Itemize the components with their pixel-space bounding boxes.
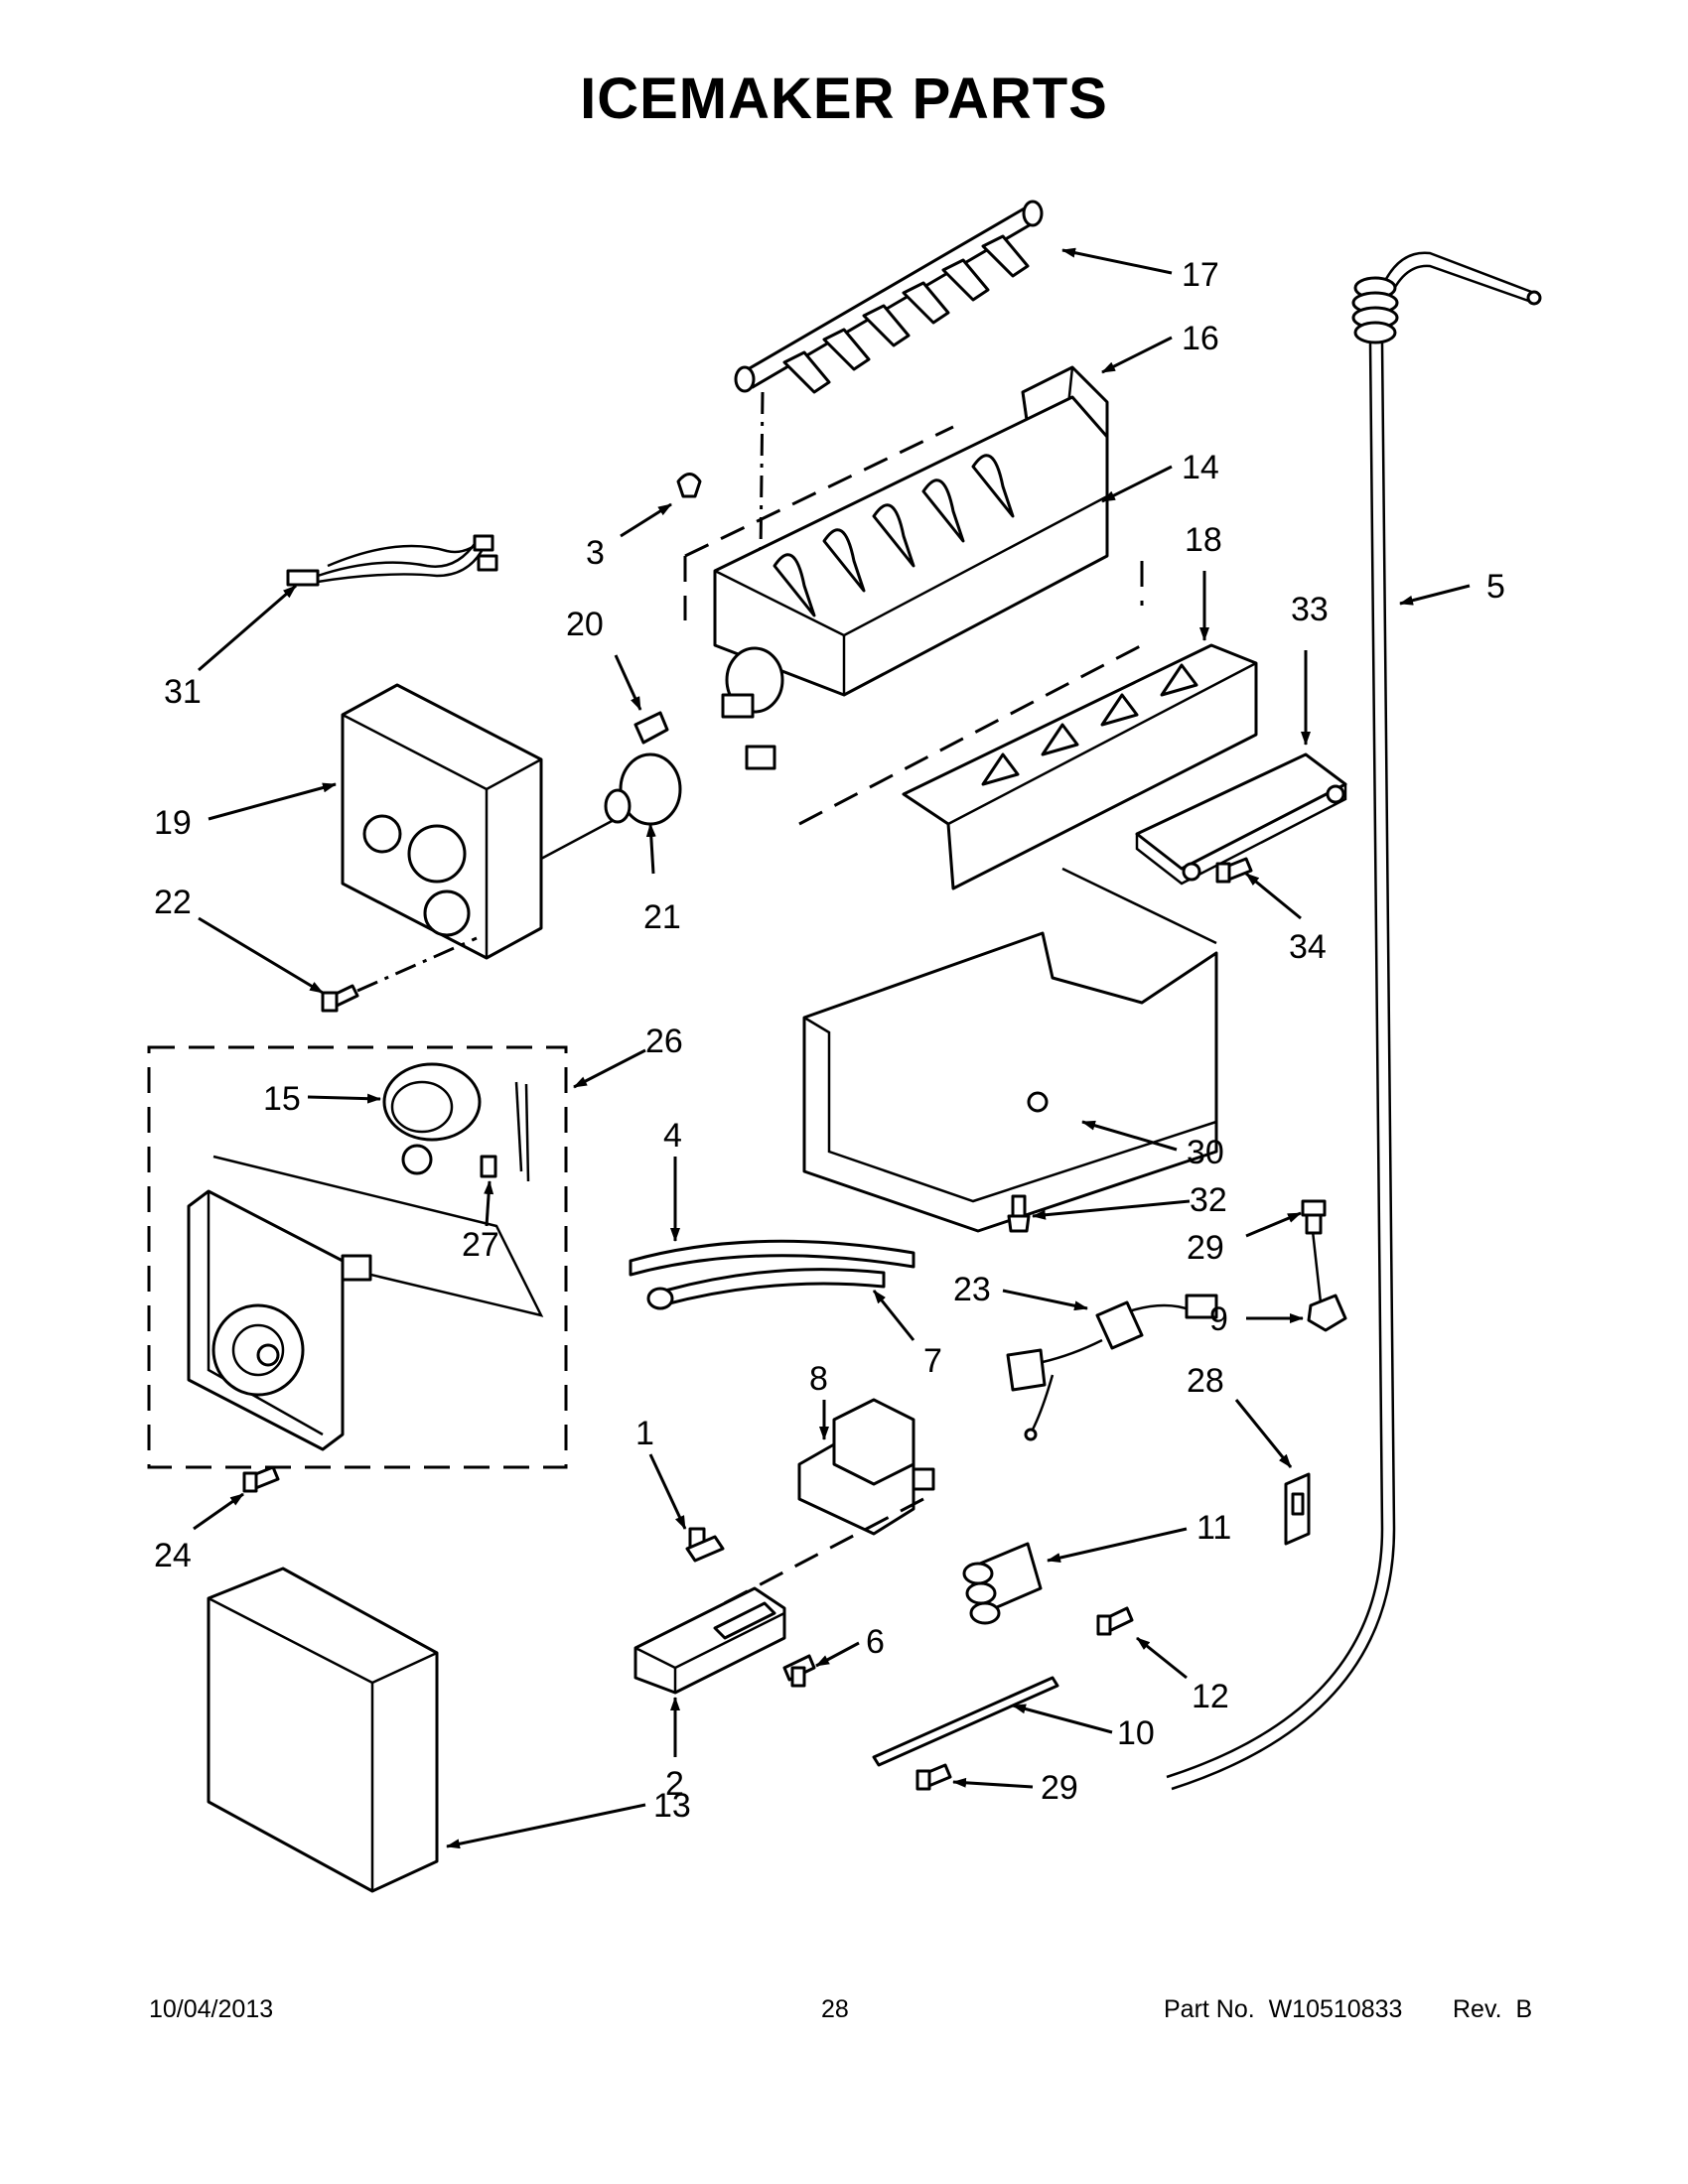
- part-8-valve: [797, 1398, 935, 1536]
- footer-page-number: 28: [821, 1995, 849, 2023]
- callout-30: 30: [1187, 1134, 1224, 1171]
- callout-13: 13: [653, 1787, 691, 1825]
- part-12-screw: [1096, 1606, 1134, 1636]
- callout-29a: 29: [1187, 1229, 1224, 1267]
- callout-4: 4: [663, 1117, 682, 1155]
- part-11-heater: [962, 1542, 1043, 1625]
- part-21-cam: [604, 752, 682, 826]
- callout-15: 15: [263, 1080, 301, 1118]
- part-3-clip: [676, 473, 702, 498]
- callout-22: 22: [154, 884, 192, 921]
- callout-28: 28: [1187, 1362, 1224, 1400]
- part-24-screw: [242, 1465, 280, 1493]
- callout-32: 32: [1190, 1181, 1227, 1219]
- callout-31: 31: [164, 673, 202, 711]
- part-28-clip: [1284, 1472, 1311, 1546]
- callout-12: 12: [1192, 1678, 1229, 1715]
- callout-21: 21: [643, 898, 681, 936]
- mold-dashed-outline: [683, 425, 1144, 826]
- part-15-motor: [382, 1062, 530, 1182]
- callout-11: 11: [1196, 1509, 1231, 1547]
- callout-19: 19: [154, 804, 192, 842]
- callout-27: 27: [462, 1226, 499, 1264]
- part-29a-screw: [1301, 1199, 1327, 1235]
- part-7-tube: [646, 1268, 886, 1310]
- part-34-screw: [1215, 857, 1253, 884]
- footer-revision: Rev. B: [1453, 1995, 1533, 2023]
- callout-34: 34: [1289, 928, 1327, 966]
- part-18-stripper: [902, 643, 1258, 890]
- callout-9: 9: [1209, 1300, 1228, 1338]
- part-6-screw: [782, 1654, 816, 1688]
- part-13-cover: [207, 1567, 439, 1893]
- callout-20: 20: [566, 606, 604, 643]
- kit-contents-outline: [212, 1155, 544, 1317]
- callout-5: 5: [1486, 568, 1505, 606]
- callout-10: 10: [1117, 1714, 1155, 1752]
- part-14-mold: [713, 395, 1109, 770]
- housing-shaft: [540, 817, 617, 861]
- callout-26: 26: [645, 1023, 683, 1060]
- part-19-housing: [341, 683, 543, 960]
- leader-arrows: [193, 247, 1471, 1849]
- callout-1: 1: [635, 1415, 654, 1452]
- part-10-strip: [872, 1676, 1059, 1767]
- callout-33: 33: [1291, 591, 1329, 628]
- page-title: ICEMAKER PARTS: [580, 67, 1108, 131]
- callout-labels: 17 16 14 18 3 31 20 33 5 19 21 22 34 26 …: [154, 256, 1505, 1825]
- callout-6: 6: [866, 1623, 885, 1661]
- callout-3: 3: [586, 534, 605, 572]
- footer-date: 10/04/2013: [149, 1995, 274, 2023]
- callout-7: 7: [923, 1342, 942, 1380]
- callout-29b: 29: [1041, 1769, 1078, 1807]
- part-17-ejector: [734, 200, 1044, 394]
- callout-23: 23: [953, 1271, 991, 1308]
- part-5-fill-tube: [1166, 251, 1542, 1791]
- part-29b-screw: [915, 1763, 952, 1791]
- part-4-tube: [629, 1239, 915, 1277]
- leader-22-dashdot: [356, 936, 478, 993]
- part-27-sensor: [480, 1155, 497, 1178]
- part-26-kit-box: [147, 1045, 568, 1469]
- part-1-screw: [685, 1527, 725, 1563]
- part-33-bracket: [1135, 752, 1347, 886]
- part-9-clamp: [1307, 1230, 1347, 1332]
- callout-18: 18: [1185, 521, 1222, 559]
- part-30-mounting-plate: [802, 867, 1218, 1233]
- part-22-screw: [321, 984, 359, 1013]
- callout-16: 16: [1182, 320, 1219, 357]
- part-26-control-housing: [187, 1189, 372, 1451]
- callout-17: 17: [1182, 256, 1219, 294]
- part-20-clip: [633, 711, 669, 745]
- part-2-bracket: [633, 1586, 786, 1695]
- part-31-wire-harness: [286, 534, 498, 587]
- part-23-sensor-harness: [1006, 1294, 1218, 1441]
- callout-24: 24: [154, 1537, 192, 1574]
- part-32-screw: [1007, 1194, 1031, 1233]
- footer-part-number: Part No. W10510833: [1164, 1995, 1403, 2023]
- callout-8: 8: [809, 1360, 828, 1398]
- callout-2: 2: [665, 1765, 684, 1803]
- callout-14: 14: [1182, 449, 1219, 486]
